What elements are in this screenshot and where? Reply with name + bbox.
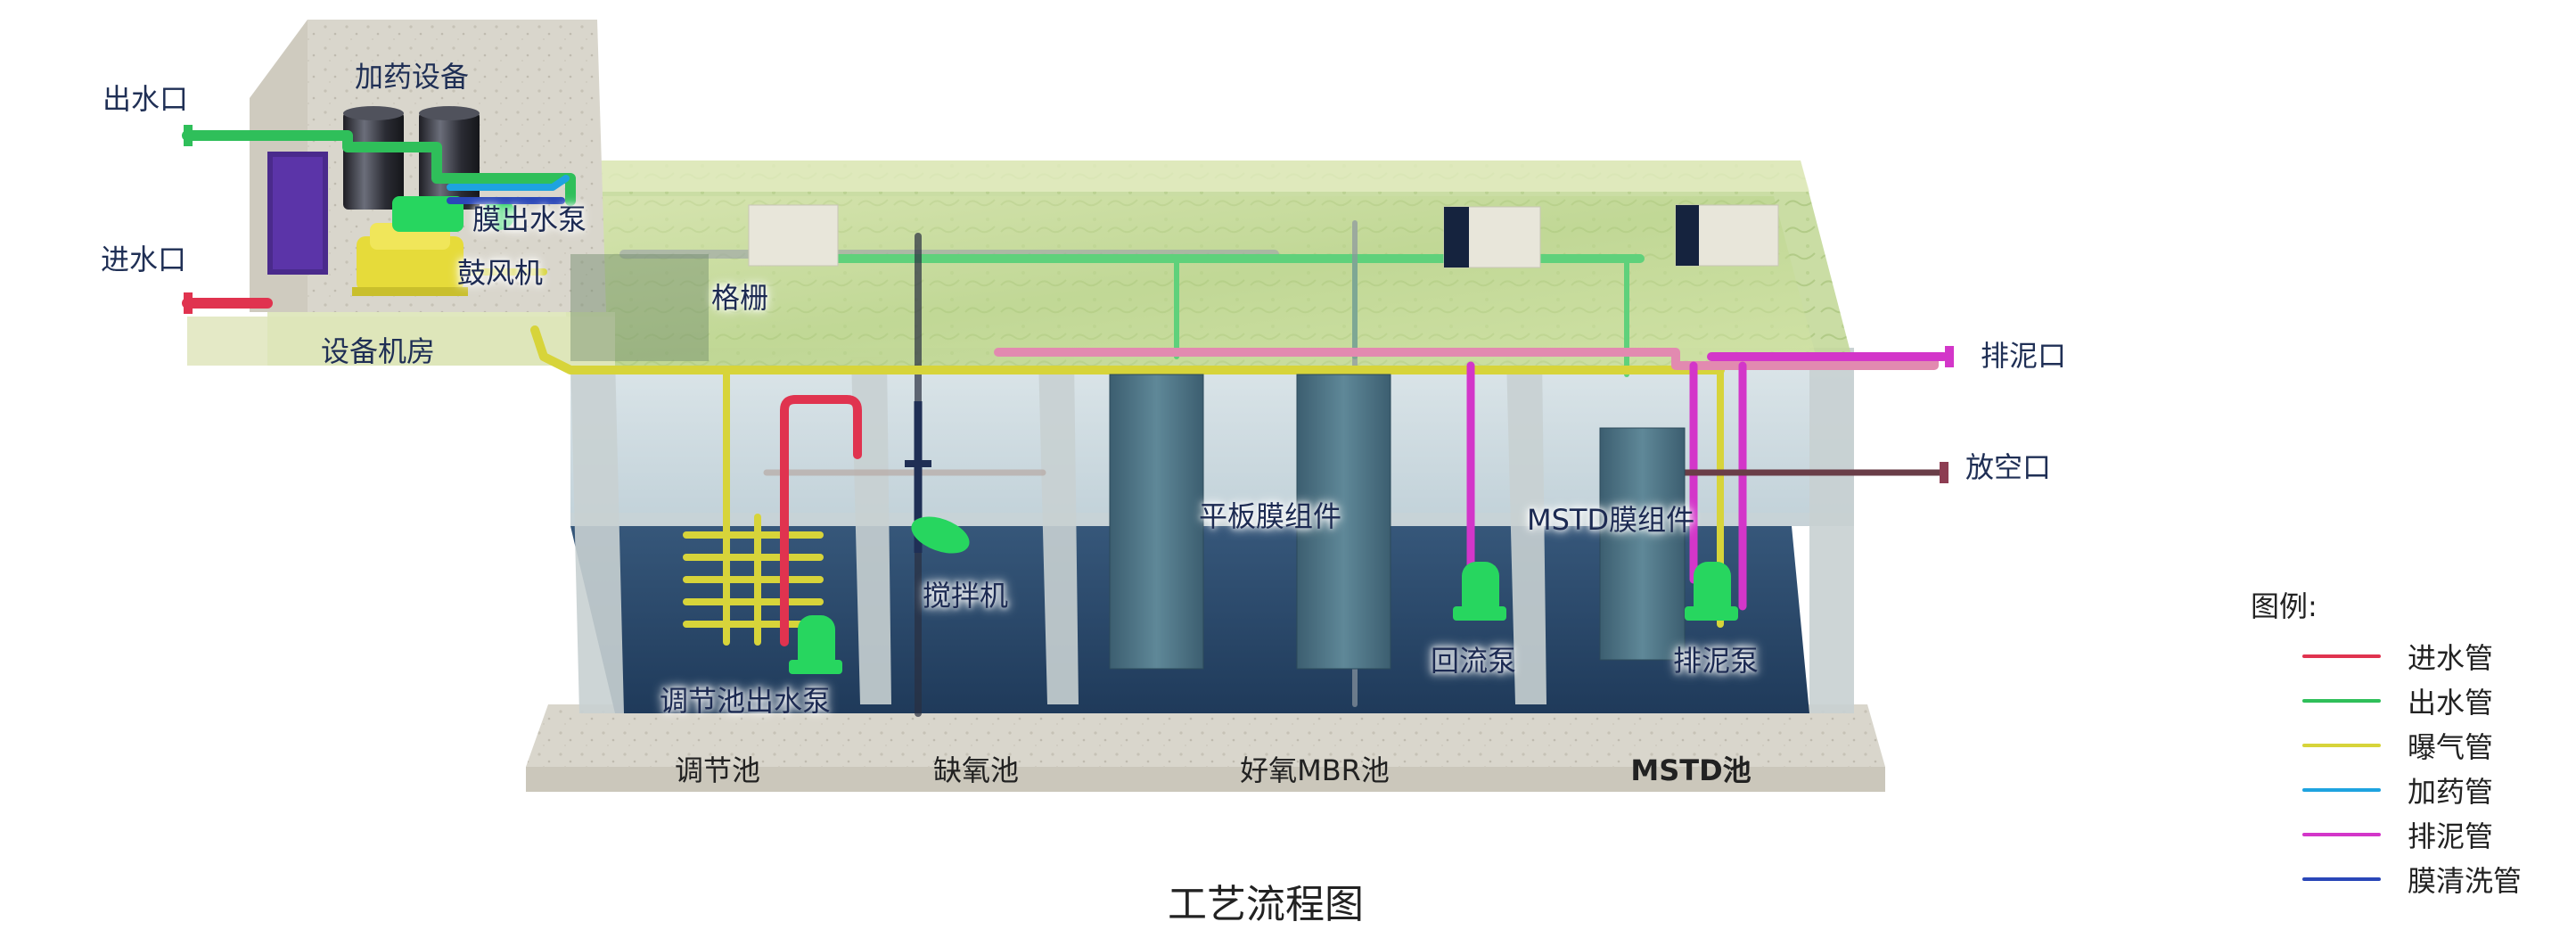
legend-item-aeration: 曝气管: [2251, 723, 2545, 768]
legend-label: 曝气管: [2408, 725, 2493, 766]
legend: 图例: 进水管 出水管 曝气管 加药管 排泥管 膜清洗管: [2251, 584, 2545, 901]
legend-item-dosing: 加药管: [2251, 768, 2545, 812]
label-grille: 格栅: [711, 284, 768, 312]
legend-item-outlet: 出水管: [2251, 679, 2545, 723]
label-mixer: 搅拌机: [923, 581, 1008, 610]
label-membrane-pump: 膜出水泵: [472, 205, 587, 234]
label-sludge-outlet: 排泥口: [1981, 342, 2066, 370]
basin-label-aerobic-mbr: 好氧MBR池: [1240, 756, 1390, 785]
legend-label: 加药管: [2408, 770, 2493, 811]
legend-label: 进水管: [2408, 636, 2493, 677]
grille: [570, 254, 709, 361]
legend-item-sludge: 排泥管: [2251, 812, 2545, 857]
legend-swatch: [2302, 699, 2381, 703]
label-reg-pump: 调节池出水泵: [660, 687, 831, 715]
legend-swatch: [2302, 654, 2381, 658]
diagram-title: 工艺流程图: [1168, 872, 1364, 929]
basin-label-mstd: MSTD池: [1630, 756, 1751, 785]
label-outlet: 出水口: [103, 85, 188, 113]
legend-label: 膜清洗管: [2408, 859, 2522, 900]
legend-item-inlet: 进水管: [2251, 634, 2545, 679]
label-inlet: 进水口: [101, 245, 186, 274]
legend-swatch: [2302, 833, 2381, 836]
label-flat-membrane: 平板膜组件: [1199, 502, 1341, 531]
mstd-membrane-module: [1600, 428, 1685, 660]
label-drain: 放空口: [1965, 453, 2051, 481]
label-dosing: 加药设备: [355, 62, 469, 91]
basin-label-anoxic: 缺氧池: [933, 756, 1019, 785]
legend-swatch: [2302, 877, 2381, 881]
basin-label-regulating: 调节池: [675, 756, 760, 785]
legend-item-cleaning: 膜清洗管: [2251, 857, 2545, 901]
label-mstd-membrane: MSTD膜组件: [1527, 506, 1694, 534]
label-blower: 鼓风机: [457, 259, 543, 287]
label-room: 设备机房: [321, 337, 435, 366]
legend-label: 排泥管: [2408, 814, 2493, 855]
legend-title: 图例:: [2251, 584, 2545, 625]
legend-label: 出水管: [2408, 680, 2493, 721]
label-sludge-pump: 排泥泵: [1673, 646, 1759, 675]
legend-swatch: [2302, 788, 2381, 792]
legend-swatch: [2302, 744, 2381, 747]
label-return-pump: 回流泵: [1431, 646, 1516, 675]
